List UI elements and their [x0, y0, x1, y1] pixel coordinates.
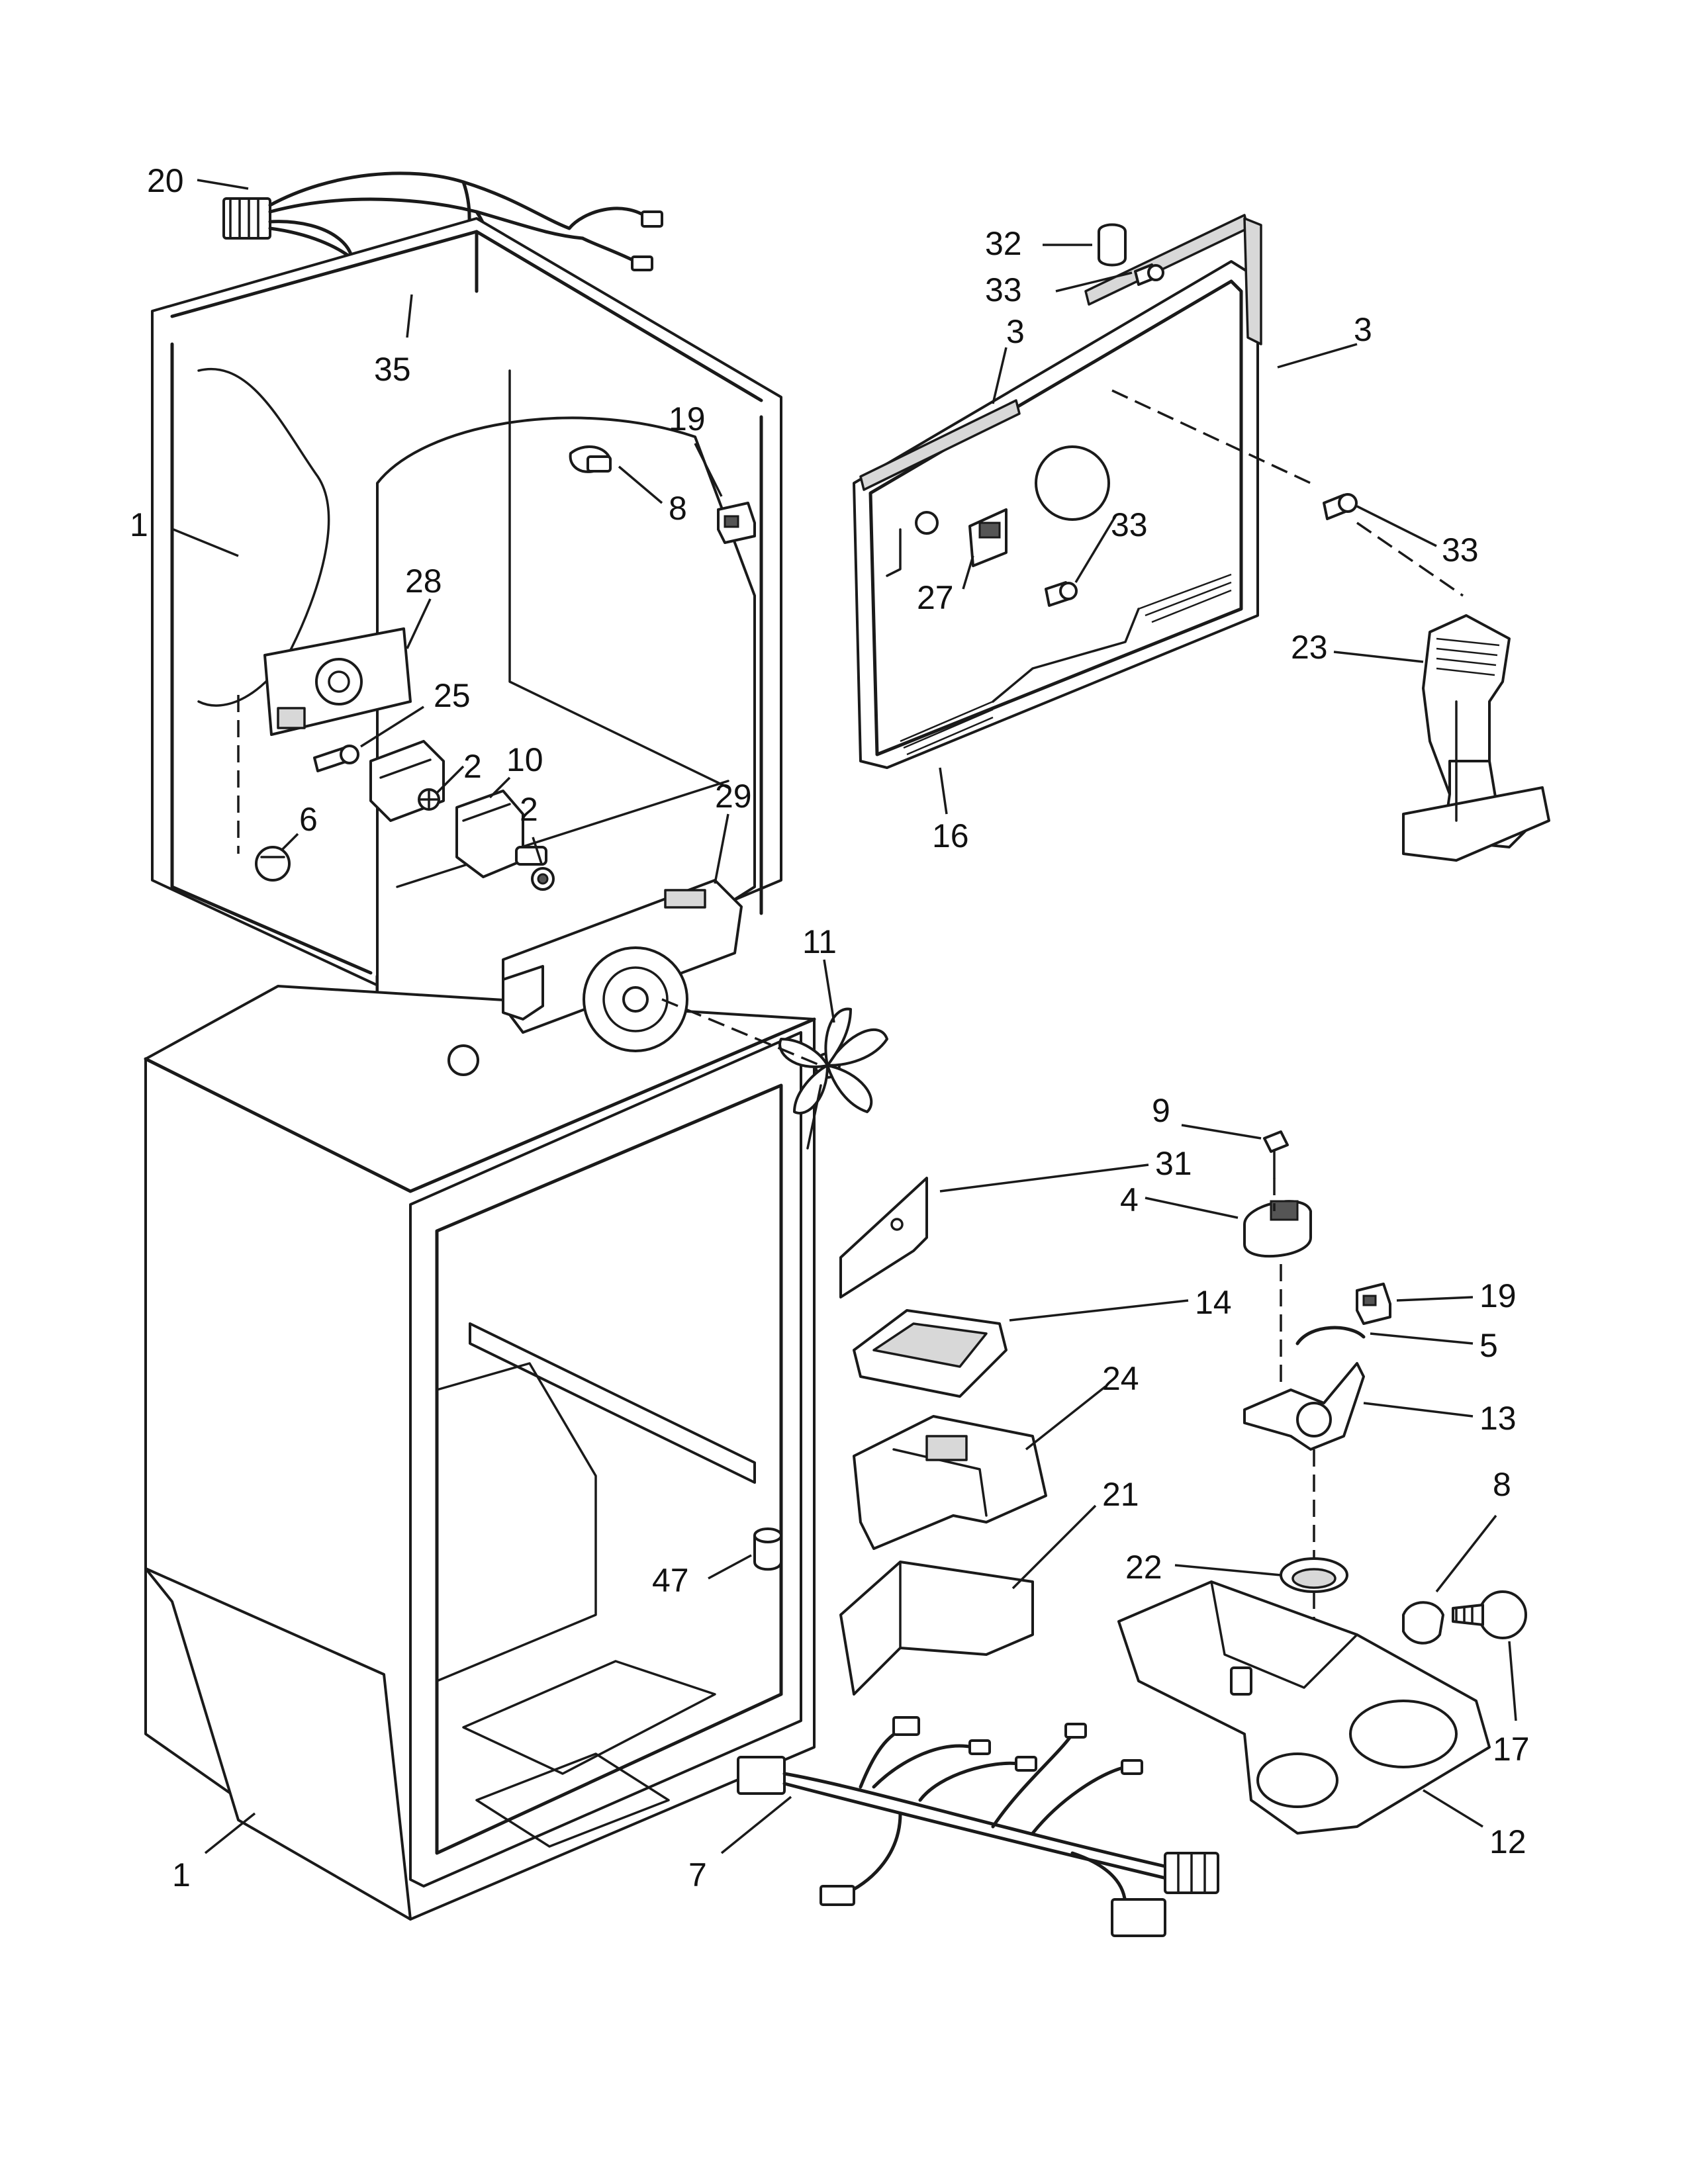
callout-33-b: 33 [1111, 506, 1148, 543]
light-bulb-17 [1452, 1590, 1527, 1639]
air-duct-23 [1402, 614, 1550, 862]
callout-10: 10 [506, 741, 543, 778]
clip-19a [717, 502, 756, 544]
callout-24: 24 [1102, 1360, 1139, 1397]
callout-2-b: 2 [520, 791, 538, 828]
callout-23: 23 [1291, 629, 1328, 666]
callout-25: 25 [434, 677, 471, 714]
retainer-clip-5 [1295, 1326, 1366, 1345]
baffle-31 [839, 1177, 928, 1298]
callout-20: 20 [147, 162, 184, 199]
duct-24 [853, 1415, 1047, 1550]
light-switch-housing-13 [1243, 1362, 1365, 1451]
screw-33a [1134, 263, 1164, 286]
screw-2a [418, 788, 440, 811]
clip-19b [1356, 1283, 1391, 1325]
refrigerator-cabinet [144, 217, 816, 1921]
callout-6: 6 [299, 801, 318, 838]
callout-16: 16 [932, 817, 969, 854]
screw-9 [1263, 1130, 1289, 1179]
fan-blade-11 [778, 1007, 888, 1150]
thermostat-control-10 [455, 790, 547, 878]
light-housing-12 [1117, 1580, 1491, 1835]
callout-21: 21 [1102, 1476, 1139, 1513]
callout-9: 9 [1152, 1092, 1170, 1129]
screw-33c [1323, 493, 1358, 520]
callout-35: 35 [374, 351, 411, 388]
callout-7: 7 [688, 1856, 707, 1893]
callout-29: 29 [715, 778, 752, 815]
spacer-32 [1098, 223, 1127, 267]
lower-wire-harness-7 [737, 1716, 1219, 1937]
gasket-strip-3b [1084, 214, 1262, 345]
callout-28: 28 [405, 563, 442, 600]
screw-33b [1045, 581, 1078, 607]
callout-4: 4 [1120, 1181, 1139, 1218]
callout-33-a: 33 [985, 271, 1022, 308]
callout-3-a: 3 [1006, 313, 1025, 350]
callout-17: 17 [1493, 1731, 1530, 1768]
callout-32: 32 [985, 225, 1022, 262]
bracket-27 [968, 508, 1008, 567]
callout-1-lower: 1 [172, 1856, 191, 1893]
crisper-control-14 [853, 1309, 1008, 1398]
callout-27: 27 [917, 579, 954, 616]
callout-11: 11 [802, 923, 837, 960]
callout-31: 31 [1155, 1145, 1192, 1182]
callout-13: 13 [1479, 1400, 1517, 1437]
callout-5: 5 [1479, 1327, 1498, 1364]
callout-8-upper: 8 [669, 490, 687, 527]
callout-33-c: 33 [1442, 531, 1479, 569]
leader-lines [173, 179, 1517, 1854]
callout-3-b: 3 [1354, 311, 1372, 348]
evaporator-cover-16 [853, 260, 1259, 769]
screw-25 [313, 745, 359, 772]
knob-6 [255, 846, 291, 882]
lens-ring-22 [1280, 1557, 1348, 1593]
nut-2b [531, 867, 555, 891]
callout-labels: 20 35 1 8 19 28 25 2 10 2 6 29 11 32 33 … [130, 162, 1530, 1893]
duct-cover-21 [839, 1561, 1034, 1696]
callout-14: 14 [1195, 1284, 1232, 1321]
callout-2-a: 2 [463, 748, 482, 785]
gasket-strip-3a [859, 399, 1021, 491]
insert-47 [753, 1527, 782, 1571]
callout-19-lower: 19 [1479, 1277, 1517, 1314]
callout-19-upper: 19 [669, 400, 706, 437]
lamp-socket-8b [1402, 1601, 1444, 1645]
callout-8-lower: 8 [1493, 1466, 1511, 1503]
callout-12: 12 [1489, 1823, 1526, 1860]
fan-motor-bracket-29 [502, 879, 743, 1052]
callout-1-upper: 1 [130, 506, 148, 543]
control-module-4 [1243, 1200, 1312, 1258]
callout-47: 47 [652, 1562, 689, 1599]
lamp-socket-8a [569, 445, 612, 473]
damper-control-bracket [263, 627, 412, 736]
callout-22: 22 [1125, 1549, 1162, 1586]
